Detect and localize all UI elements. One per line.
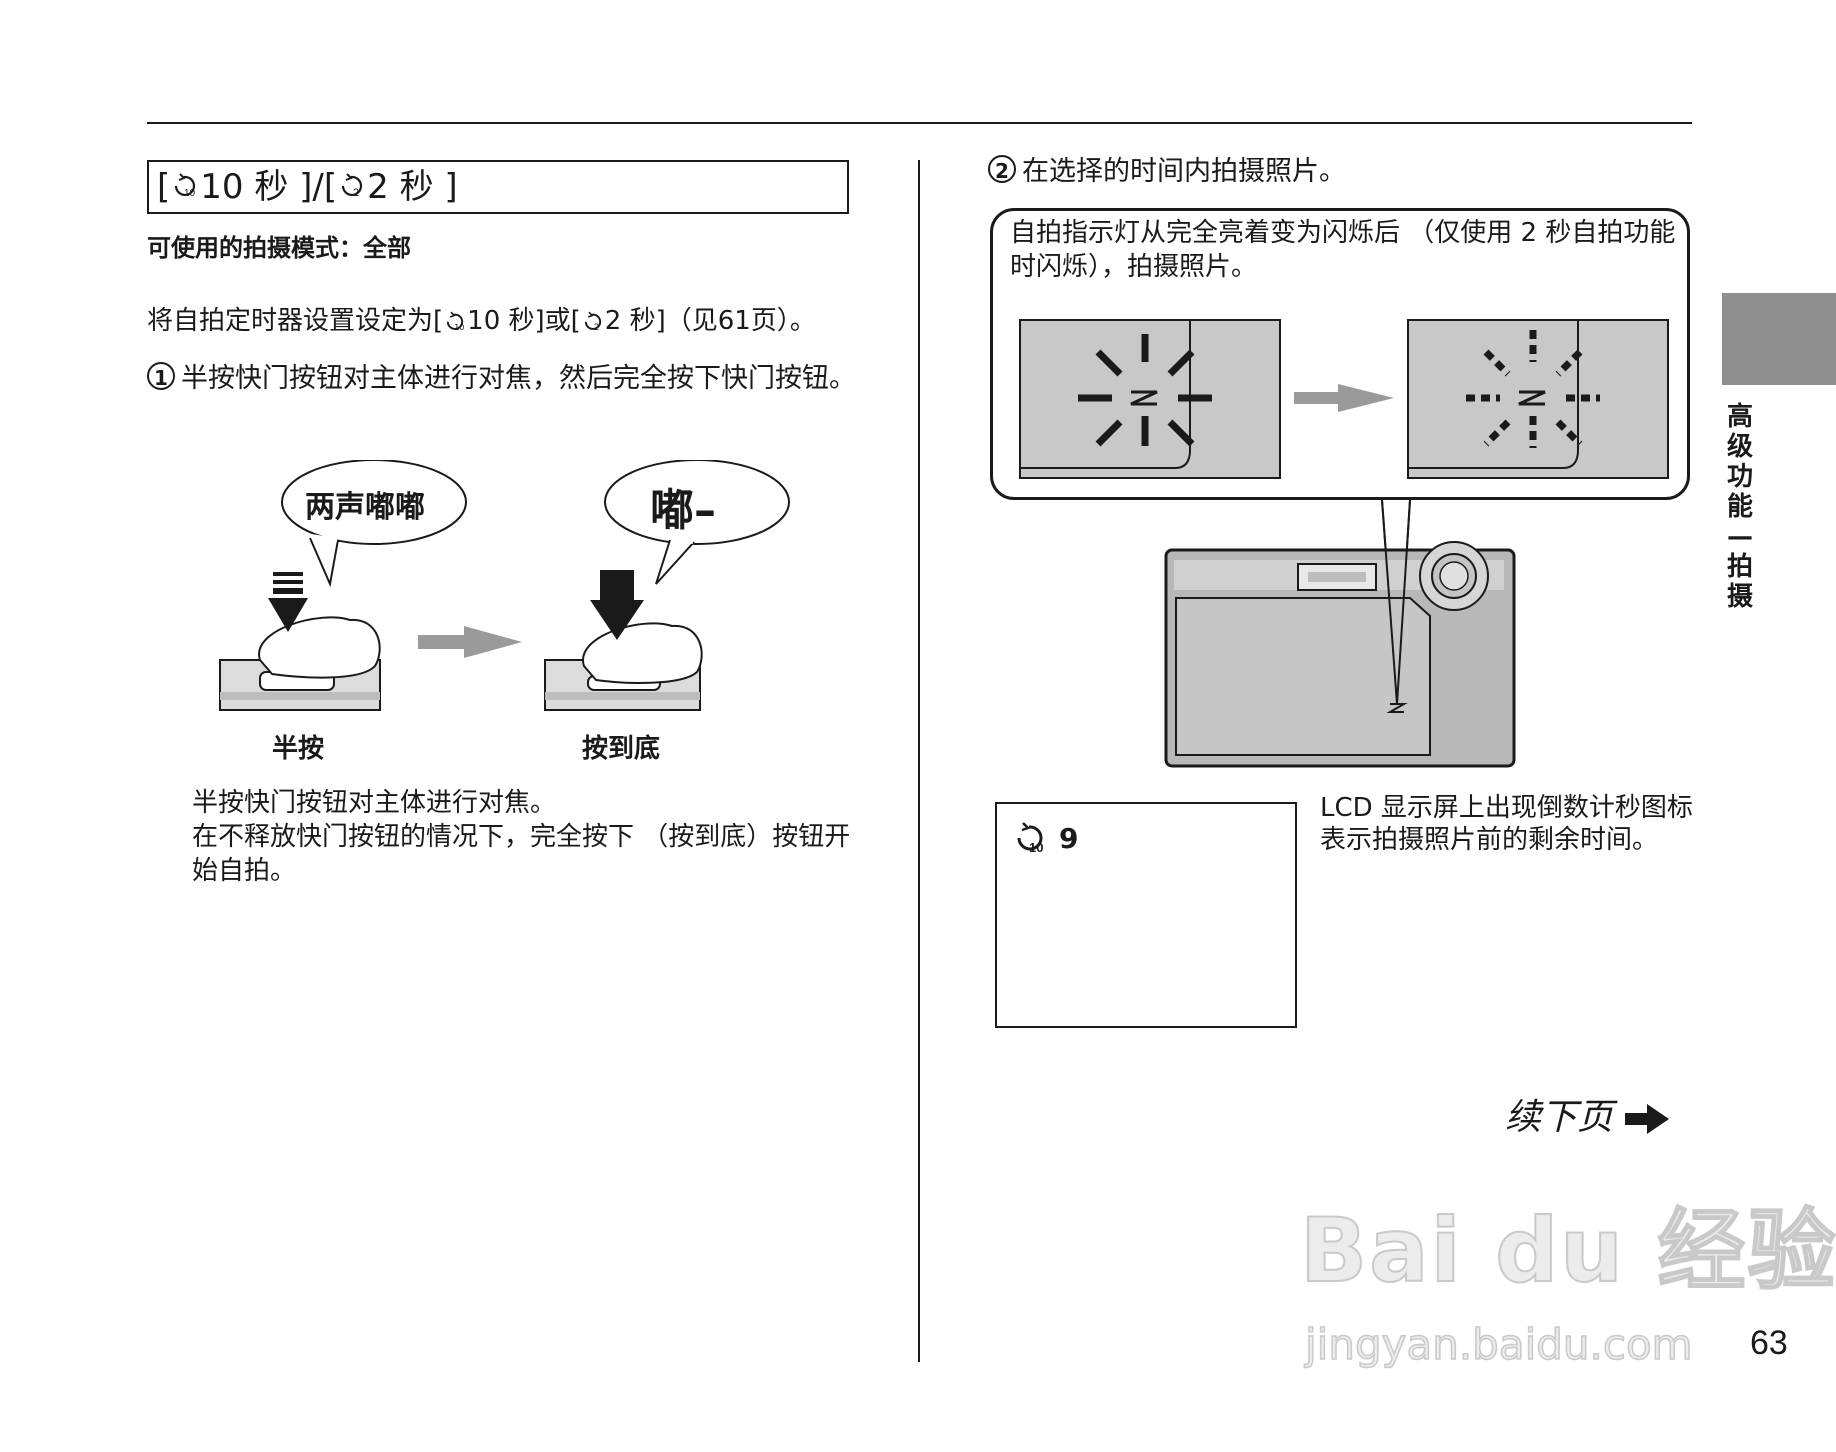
full-press-illustration	[544, 570, 703, 711]
desc-line-2: 在不释放快门按钮的情况下，完全按下 （按到底）按钮开始自拍。	[192, 822, 851, 886]
bubble-left-text: 两声嘟嘟	[305, 490, 425, 525]
arrow-right-icon	[418, 626, 522, 658]
self-timer-10s-icon: 10	[1017, 822, 1043, 855]
lamp-on-icon	[1019, 319, 1281, 479]
caption-half-press: 半按	[272, 734, 325, 764]
shutter-press-illustration	[219, 460, 790, 711]
step-1-description: 半按快门按钮对主体进行对焦。 在不释放快门按钮的情况下，完全按下 （按到底）按钮…	[192, 786, 862, 888]
setting-text-part3: 2 秒]（见61页）。	[604, 306, 816, 336]
step-number: 2	[988, 155, 1016, 183]
lamp-callout-box	[990, 208, 1690, 500]
setting-text-part2: 10 秒]或[	[467, 306, 581, 336]
top-rule	[147, 122, 1692, 124]
speech-bubble-right	[604, 460, 790, 585]
desc-line-1: 半按快门按钮对主体进行对焦。	[192, 788, 557, 818]
watermark-url: jingyan.baidu.com	[1304, 1319, 1693, 1370]
step-1-text: 半按快门按钮对主体进行对焦，然后完全按下快门按钮。	[181, 363, 856, 394]
svg-text:2: 2	[353, 187, 359, 199]
self-timer-10s-icon: 10	[170, 164, 200, 214]
continue-next-page: 续下页	[1505, 1088, 1671, 1140]
lcd-countdown-value: 9	[1059, 822, 1079, 855]
watermark-logo: Bai du 经验	[1299, 1198, 1836, 1303]
lamp-blink-icon	[1407, 319, 1669, 479]
svg-text:10: 10	[454, 323, 464, 332]
title-10s-label: 10 秒 ]/[	[200, 167, 338, 207]
lcd-description: LCD 显示屏上出现倒数计秒图标表示拍摄照片前的剩余时间。	[1320, 793, 1693, 855]
title-bracket: [	[157, 167, 171, 207]
step-2-text: 在选择的时间内拍摄照片。	[1022, 156, 1346, 187]
column-divider	[918, 160, 920, 1362]
lamp-callout-text: 自拍指示灯从完全亮着变为闪烁后 （仅使用 2 秒自拍功能时闪烁），拍摄照片。	[1010, 218, 1676, 282]
arrow-right-icon	[1294, 384, 1394, 412]
self-timer-2s-icon: 2	[581, 309, 605, 340]
continue-label: 续下页	[1505, 1097, 1614, 1138]
available-modes: 可使用的拍摄模式：全部	[147, 234, 411, 262]
page-number: 63	[1750, 1324, 1788, 1362]
half-press-illustration	[219, 572, 381, 711]
self-timer-10s-icon: 10	[443, 309, 467, 340]
step-number: 1	[147, 362, 175, 390]
svg-text:10: 10	[184, 188, 196, 199]
bubble-right-text: 嘟–	[650, 485, 716, 536]
arrow-right-icon	[1625, 1104, 1670, 1134]
self-timer-2s-icon: 2	[337, 164, 367, 214]
camera-body	[1164, 541, 1516, 768]
svg-text:10: 10	[1029, 840, 1043, 855]
speech-bubble-left	[281, 460, 467, 588]
self-timer-lamp-illustration	[1019, 319, 1669, 768]
lcd-display: 10 9	[995, 802, 1297, 1028]
section-title: [ 10 10 秒 ]/[ 2 2 秒 ]	[147, 160, 849, 214]
chapter-label: 高级功能—拍摄	[1726, 402, 1753, 612]
svg-text:2: 2	[594, 323, 600, 333]
setting-text-part1: 将自拍定时器设置设定为[	[147, 306, 444, 336]
chapter-tab	[1722, 293, 1836, 385]
title-2s-label: 2 秒 ]	[367, 167, 458, 207]
caption-full-press: 按到底	[582, 734, 661, 764]
